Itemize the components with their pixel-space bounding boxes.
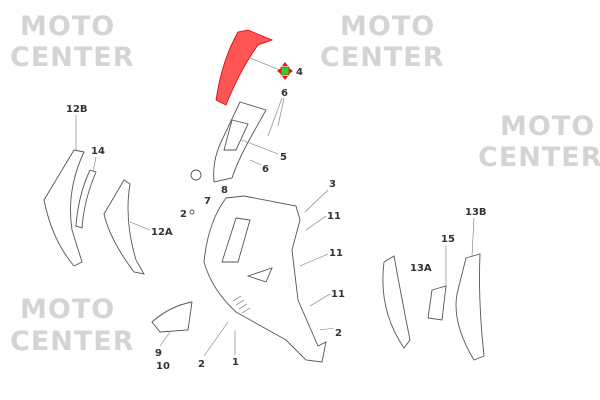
leader-line <box>471 217 475 257</box>
part-9[interactable] <box>151 301 193 333</box>
part-14[interactable] <box>75 169 97 229</box>
marker-box <box>280 66 290 76</box>
callout-13A[interactable]: 13A <box>410 263 432 274</box>
callout-12A[interactable]: 12A <box>151 227 173 238</box>
callout-11[interactable]: 11 <box>329 248 343 259</box>
callout-5[interactable]: 5 <box>280 152 287 163</box>
leader-line <box>304 189 329 213</box>
part-13A[interactable] <box>427 285 447 321</box>
leader-line <box>305 215 327 231</box>
callout-10[interactable]: 10 <box>156 361 170 372</box>
part-12B[interactable] <box>43 149 85 267</box>
watermarks: MOTO CENTER MOTO CENTER MOTO CENTER MOTO… <box>10 11 600 357</box>
watermark-text: MOTO <box>20 294 115 325</box>
callout-4[interactable]: 4 <box>296 67 303 78</box>
leader-line <box>277 97 285 127</box>
leader-line <box>299 253 329 267</box>
part-tunnel-cover[interactable] <box>382 255 411 349</box>
callout-11[interactable]: 11 <box>331 289 345 300</box>
move-arrows-icon <box>277 62 293 80</box>
leader-line <box>203 321 229 357</box>
callout-13B[interactable]: 13B <box>465 207 487 218</box>
callout-6[interactable]: 6 <box>262 164 269 175</box>
callout-2[interactable]: 2 <box>180 209 187 220</box>
callout-6[interactable]: 6 <box>281 88 288 99</box>
watermark-text: MOTO <box>340 11 435 42</box>
callout-15[interactable]: 15 <box>441 234 455 245</box>
part-2-screw[interactable] <box>189 209 195 215</box>
part-13B[interactable] <box>455 253 485 361</box>
leader-line <box>309 293 331 307</box>
leader-line <box>92 156 97 173</box>
callout-3[interactable]: 3 <box>329 179 336 190</box>
callout-12B[interactable]: 12B <box>66 104 88 115</box>
part-12A[interactable] <box>103 179 145 275</box>
shield-cutout <box>221 217 251 263</box>
part-4-highlighted[interactable] <box>215 29 274 106</box>
leader-line <box>249 57 281 71</box>
callout-8[interactable]: 8 <box>221 185 228 196</box>
watermark-text: MOTO <box>500 111 595 142</box>
callout-1[interactable]: 1 <box>232 357 239 368</box>
watermark-text: CENTER <box>10 42 135 73</box>
callout-9[interactable]: 9 <box>155 348 162 359</box>
watermark-text: CENTER <box>478 142 600 173</box>
leader-line <box>319 327 335 331</box>
leader-line <box>129 221 151 231</box>
callout-11[interactable]: 11 <box>327 211 341 222</box>
shield-grille <box>232 295 251 314</box>
callout-7[interactable]: 7 <box>204 196 211 207</box>
watermark-text: CENTER <box>10 326 135 357</box>
leader-line <box>249 159 262 166</box>
leader-line <box>159 331 171 347</box>
watermark-text: CENTER <box>320 42 445 73</box>
shield-vent <box>246 267 273 283</box>
leader-line <box>267 97 283 137</box>
part-5-cutout <box>223 119 249 151</box>
callout-14[interactable]: 14 <box>91 146 105 157</box>
callout-labels: 12B 14 12A 4 6 5 6 7 8 2 3 11 11 11 2 9 … <box>66 67 487 372</box>
callout-2[interactable]: 2 <box>198 359 205 370</box>
callout-2[interactable]: 2 <box>335 328 342 339</box>
watermark-text: MOTO <box>20 11 115 42</box>
leader-line <box>241 139 279 155</box>
selected-marker[interactable] <box>277 62 293 80</box>
part-7-nut[interactable] <box>190 169 202 181</box>
